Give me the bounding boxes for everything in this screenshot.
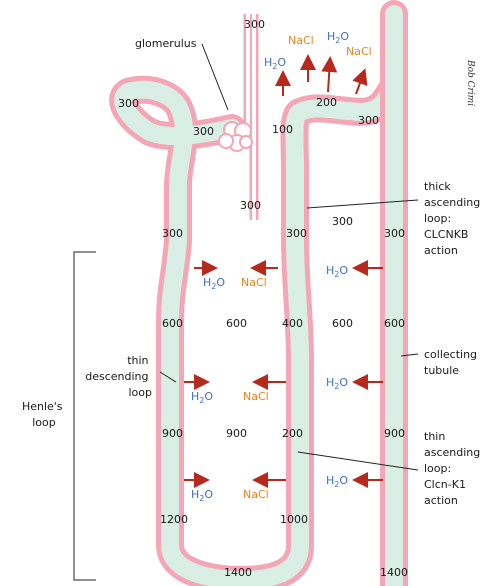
value-thick-upper: 200: [316, 96, 337, 109]
h2o-label: H2O: [327, 30, 349, 45]
collecting-tubule-label: collecting tubule: [424, 348, 481, 377]
h2o-label: H2O: [264, 56, 286, 71]
value-r900-2: 900: [226, 427, 247, 440]
henles-loop-label: Henle's loop: [22, 400, 66, 429]
h2o-label: H2O: [326, 376, 348, 391]
nacl-label: NaCl: [346, 45, 372, 58]
value-glomerulus: 300: [193, 125, 214, 138]
value-top-left: 300: [118, 97, 139, 110]
value-r900-1: 900: [162, 427, 183, 440]
value-r300-4: 300: [384, 227, 405, 240]
h2o-label: H2O: [326, 264, 348, 279]
value-right-top: 300: [358, 114, 379, 127]
glomerulus-label: glomerulus: [135, 37, 197, 50]
value-cap-base: 300: [240, 199, 261, 212]
value-r300-2: 300: [286, 227, 307, 240]
value-r1000: 1000: [280, 513, 308, 526]
henle-bracket: [74, 252, 96, 580]
value-r1400-2: 1400: [380, 566, 408, 579]
h2o-label: H2O: [191, 488, 213, 503]
glomerulus-leader: [202, 44, 228, 110]
glomerulus: [219, 122, 252, 151]
thin-ascending-label: thin ascending loop: Clcn-K1 action: [424, 430, 484, 507]
value-top-center: 300: [244, 18, 265, 31]
thin-descending-label: thin descending loop: [85, 354, 152, 399]
arrow-up-icon: [328, 60, 330, 92]
value-r300-3: 300: [332, 215, 353, 228]
arrow-up-icon: [356, 72, 364, 94]
value-r600-2: 600: [226, 317, 247, 330]
nacl-label: NaCl: [241, 276, 267, 289]
value-r600-4: 600: [332, 317, 353, 330]
value-r1200: 1200: [160, 513, 188, 526]
artist-signature: Bob Crimi: [465, 59, 475, 106]
thick-ascending-label: thick ascending loop: CLCNKB action: [424, 180, 484, 257]
value-r900-3: 200: [282, 427, 303, 440]
value-r600-1: 600: [162, 317, 183, 330]
value-thick-top: 100: [272, 123, 293, 136]
h2o-label: H2O: [203, 276, 225, 291]
value-r600-5: 600: [384, 317, 405, 330]
nacl-label: NaCl: [288, 34, 314, 47]
value-r900-4: 900: [384, 427, 405, 440]
h2o-label: H2O: [326, 474, 348, 489]
nacl-label: NaCl: [243, 488, 269, 501]
h2o-label: H2O: [191, 390, 213, 405]
value-r600-3: 400: [282, 317, 303, 330]
nacl-label: NaCl: [243, 390, 269, 403]
value-r1400-1: 1400: [224, 566, 252, 579]
value-r300-1: 300: [162, 227, 183, 240]
